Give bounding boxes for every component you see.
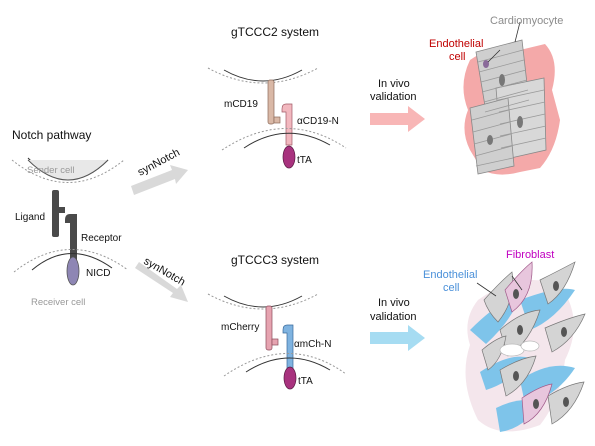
endothelial-nucleus — [483, 60, 489, 68]
tccc3-receiver-membrane — [245, 357, 331, 373]
endothelial-label-line1-2: Endothelial — [429, 38, 483, 50]
receptor — [65, 214, 77, 263]
mcd19-ligand — [267, 79, 275, 125]
tta-protein-2 — [282, 145, 296, 169]
cardiomyocyte-striations — [471, 49, 547, 167]
fibroblast-nucleus-1 — [513, 289, 519, 299]
acd19-label: αCD19-N — [297, 116, 339, 127]
fibroblast-illustration: Endothelial cell Fibroblast — [423, 249, 586, 432]
fibroblast-nucleus-5 — [513, 371, 519, 381]
synnotch-arrow-top: synNotch — [131, 147, 188, 195]
synnotch-arrow-top-shape — [131, 165, 188, 195]
mcd19-label: mCD19 — [224, 99, 258, 110]
receiver-cell-label: Receiver cell — [31, 297, 85, 308]
amch-label: αmCh-N — [294, 339, 331, 350]
ligand-arm — [59, 207, 65, 213]
acd19-receptor — [281, 103, 293, 146]
gtccc3-system: gTCCC3 system mCherry αmCh-N tTA In vivo… — [207, 253, 425, 390]
white-cell-1 — [499, 343, 525, 357]
tccc3-sender-outline — [207, 293, 319, 310]
amch-receptor — [282, 324, 294, 370]
endothelial-label-line1-3: Endothelial — [423, 269, 477, 281]
synnotch-arrow-bottom: synNotch — [135, 255, 188, 302]
nicd — [66, 256, 80, 286]
endothelial-pointer — [487, 49, 501, 63]
notch-pathway: Notch pathway Sender cell Ligand Recepto… — [11, 128, 129, 308]
validation-line1-3: In vivo — [378, 297, 410, 309]
notch-title: Notch pathway — [12, 128, 91, 142]
tccc2-receiver-membrane — [243, 132, 331, 149]
endothelial-pointer-3 — [476, 282, 497, 297]
cardiomyocyte-nucleus-1 — [499, 74, 505, 86]
endothelial-blue-1 — [470, 296, 520, 344]
receptor-label: Receptor — [81, 233, 122, 244]
tta-label-2: tTA — [297, 155, 312, 166]
tccc3-receiver-outline — [223, 353, 347, 377]
sender-cell-outline — [11, 159, 125, 183]
tccc2-sender-outline — [207, 67, 319, 84]
mcherry-label: mCherry — [221, 322, 259, 333]
tccc2-sender-membrane — [223, 69, 303, 82]
fibroblast-nucleus-2 — [553, 281, 559, 291]
fibroblast-nucleus-4 — [561, 327, 567, 337]
tta-protein-3 — [283, 366, 297, 390]
cardiomyocyte-label: Cardiomyocyte — [490, 15, 563, 27]
mcherry-ligand — [265, 305, 273, 351]
nicd-label: NICD — [86, 268, 110, 279]
gtccc2-system: gTCCC2 system mCD19 αCD19-N tTA In vivo … — [207, 25, 425, 169]
validation-arrow-3 — [370, 325, 425, 351]
validation-arrow-2 — [370, 106, 425, 132]
sender-cell-label: Sender cell — [27, 165, 75, 176]
cardiomyocyte-nucleus-2 — [517, 116, 523, 128]
fibroblast-nucleus-6 — [533, 399, 539, 409]
endothelial-label-line2-3: cell — [443, 282, 460, 294]
cardiomyocyte-pointer — [514, 21, 521, 43]
cardiomyocyte-illustration: Endothelial cell Cardiomyocyte — [429, 15, 563, 175]
fibroblast-pink-1 — [504, 261, 533, 313]
validation-line1-2: In vivo — [378, 78, 410, 90]
fibroblast-grey-5 — [481, 335, 507, 371]
mcherry-arm — [271, 338, 279, 346]
endothelial-label-line2-2: cell — [449, 51, 466, 63]
cardiomyocyte-cell-3 — [469, 97, 515, 175]
fibroblast-label: Fibroblast — [506, 249, 554, 261]
validation-line2-3: validation — [370, 311, 416, 323]
mcd19-arm — [273, 116, 281, 124]
ligand-label: Ligand — [15, 212, 45, 223]
ligand — [52, 190, 59, 237]
fibroblast-pointer — [511, 275, 523, 291]
tccc3-sender-membrane — [223, 295, 303, 308]
receiver-cell-membrane — [31, 253, 113, 271]
tta-label-3: tTA — [298, 376, 313, 387]
white-cell-2 — [520, 340, 540, 352]
receiver-cell-outline — [13, 249, 129, 273]
gtccc3-title: gTCCC3 system — [231, 253, 319, 267]
tccc2-receiver-outline — [221, 128, 347, 151]
gtccc2-title: gTCCC2 system — [231, 25, 319, 39]
fibroblast-nucleus-3 — [517, 325, 523, 335]
validation-line2-2: validation — [370, 91, 416, 103]
cardiomyocyte-nucleus-3 — [487, 135, 493, 145]
synnotch-arrow-bottom-shape — [135, 262, 188, 302]
fibroblast-nucleus-7 — [563, 397, 569, 407]
sender-cell-body — [27, 159, 109, 181]
